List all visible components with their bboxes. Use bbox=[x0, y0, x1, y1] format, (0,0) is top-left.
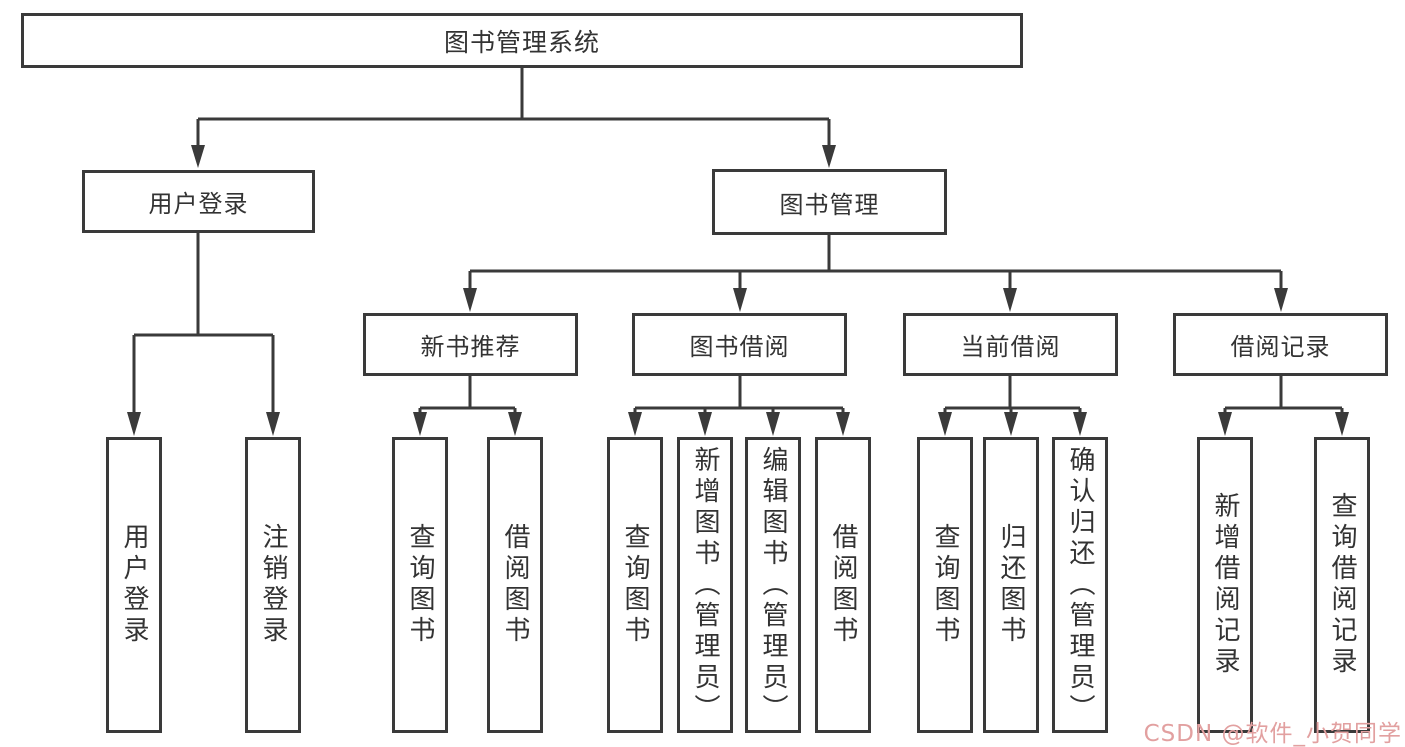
leaf-bb-add-books-admin: 新增图书（管理员） bbox=[677, 437, 733, 733]
node-new-book-recommendation: 新书推荐 bbox=[363, 313, 578, 376]
node-user-login-module: 用户登录 bbox=[82, 170, 315, 233]
leaf-br-query-borrow-record: 查询借阅记录 bbox=[1314, 437, 1370, 733]
watermark: CSDN @软件_小贺同学 bbox=[1143, 721, 1402, 747]
node-borrowing-records: 借阅记录 bbox=[1173, 313, 1388, 376]
leaf-bb-query-books: 查询图书 bbox=[607, 437, 663, 733]
node-book-borrowing: 图书借阅 bbox=[632, 313, 847, 376]
node-library-management-system: 图书管理系统 bbox=[21, 13, 1023, 68]
leaf-br-add-borrow-record: 新增借阅记录 bbox=[1197, 437, 1253, 733]
leaf-bb-edit-books-admin: 编辑图书（管理员） bbox=[745, 437, 801, 733]
leaf-nbr-query-books: 查询图书 bbox=[392, 437, 448, 733]
leaf-nbr-borrow-books: 借阅图书 bbox=[487, 437, 543, 733]
leaf-bb-borrow-books: 借阅图书 bbox=[815, 437, 871, 733]
leaf-cb-query-books: 查询图书 bbox=[917, 437, 973, 733]
arrowheads bbox=[127, 145, 1349, 436]
leaf-user-login: 用户登录 bbox=[106, 437, 162, 733]
leaf-logout: 注销登录 bbox=[245, 437, 301, 733]
leaf-cb-return-books: 归还图书 bbox=[983, 437, 1039, 733]
node-book-management-module: 图书管理 bbox=[712, 169, 947, 235]
node-current-borrowing: 当前借阅 bbox=[903, 313, 1118, 376]
leaf-cb-confirm-return-admin: 确认归还（管理员） bbox=[1052, 437, 1108, 733]
